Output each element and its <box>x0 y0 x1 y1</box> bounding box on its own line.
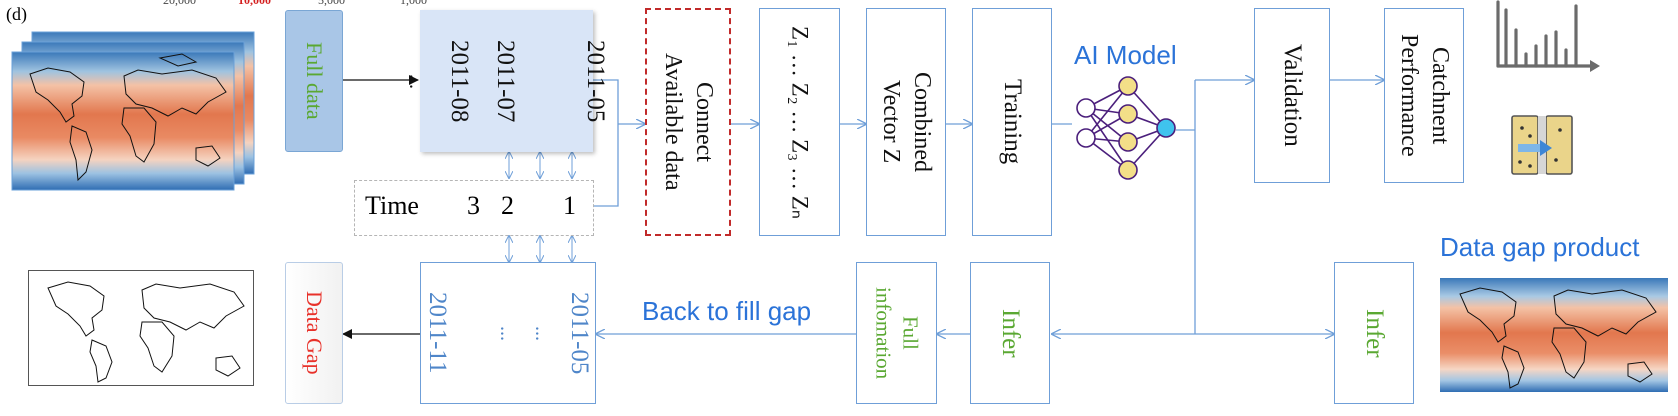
combined-vector-box: Combined Vector Z <box>866 8 946 236</box>
gap-date-2: 2011-11 <box>424 292 451 374</box>
scale-tick-10000: 10,000 <box>238 0 271 7</box>
gap-ellipsis-1: ... <box>531 325 553 341</box>
histogram-icon <box>1496 0 1600 72</box>
scale-tick-5000: 5,000 <box>318 0 345 7</box>
combined-line-1: Combined <box>909 72 935 172</box>
time-index-3: 3 <box>467 191 480 220</box>
catchment-icon <box>1511 115 1573 175</box>
z-sequence-label: Z₁ … Z₂ … Z₃ … Zₙ <box>787 25 813 219</box>
catchment-line-2: Performance <box>1396 34 1422 157</box>
ai-model-label: AI Model <box>1074 40 1177 70</box>
data-gap-box: Data Gap <box>285 262 343 404</box>
catchment-line-1: Catchnent <box>1427 46 1453 145</box>
time-index-2: 2 <box>501 191 514 220</box>
back-to-fill-gap-label: Back to fill gap <box>642 296 812 326</box>
scale-tick-1000: 1,000 <box>400 0 427 7</box>
scale-tick-20000: 20,000 <box>163 0 196 7</box>
gap-date-1: 2011-05 <box>566 291 593 375</box>
time-label: Time <box>365 191 419 220</box>
combined-line-2: Vector Z <box>878 80 904 164</box>
full-data-label: Full data <box>302 42 327 120</box>
available-date-2: 2011-07 <box>492 39 519 123</box>
available-date-1: 2011-05 <box>582 39 609 123</box>
time-index-1: 1 <box>563 191 576 220</box>
data-gap-product-label: Data gap product <box>1440 232 1640 262</box>
connect-available-data-box: Connect Available data <box>645 8 731 236</box>
full-information-box: Full infomation <box>856 262 937 404</box>
full-info-line-2: infomation <box>871 286 896 380</box>
data-gap-label: Data Gap <box>302 291 327 375</box>
gap-ellipsis-2: ... <box>496 325 518 341</box>
data-gap-product-map <box>1440 278 1668 392</box>
infer-label-right: Infer <box>1361 308 1388 358</box>
available-date-ellipsis: ... <box>405 73 427 89</box>
full-data-box: Full data <box>285 10 343 152</box>
time-row: Time 3 2 1 <box>354 180 594 236</box>
gap-dates-box: 2011-05 ... ... 2011-11 <box>420 262 596 404</box>
validation-box: Validation <box>1254 8 1330 183</box>
catchment-performance-box: Catchnent Performance <box>1384 8 1464 183</box>
training-box: Training <box>972 8 1052 236</box>
panel-label: (d) <box>6 4 27 24</box>
validation-label: Validation <box>1279 44 1306 147</box>
z-sequence-box: Z₁ … Z₂ … Z₃ … Zₙ <box>759 8 840 236</box>
available-date-3: 2011-08 <box>446 39 473 123</box>
infer-box-right: Infer <box>1334 262 1414 404</box>
infer-label-left: Infer <box>997 308 1024 358</box>
available-dates-box: 2011-05 2011-07 2011-08 ... <box>405 10 609 152</box>
infer-box-left: Infer <box>970 262 1050 404</box>
connect-line-2: Available data <box>660 53 686 191</box>
data-gap-map <box>28 270 254 386</box>
full-data-map-stack <box>11 31 255 191</box>
neural-network-icon <box>1076 76 1176 180</box>
full-info-line-1: Full <box>898 316 923 350</box>
training-label: Training <box>999 79 1026 165</box>
connect-line-1: Connect <box>691 82 717 162</box>
